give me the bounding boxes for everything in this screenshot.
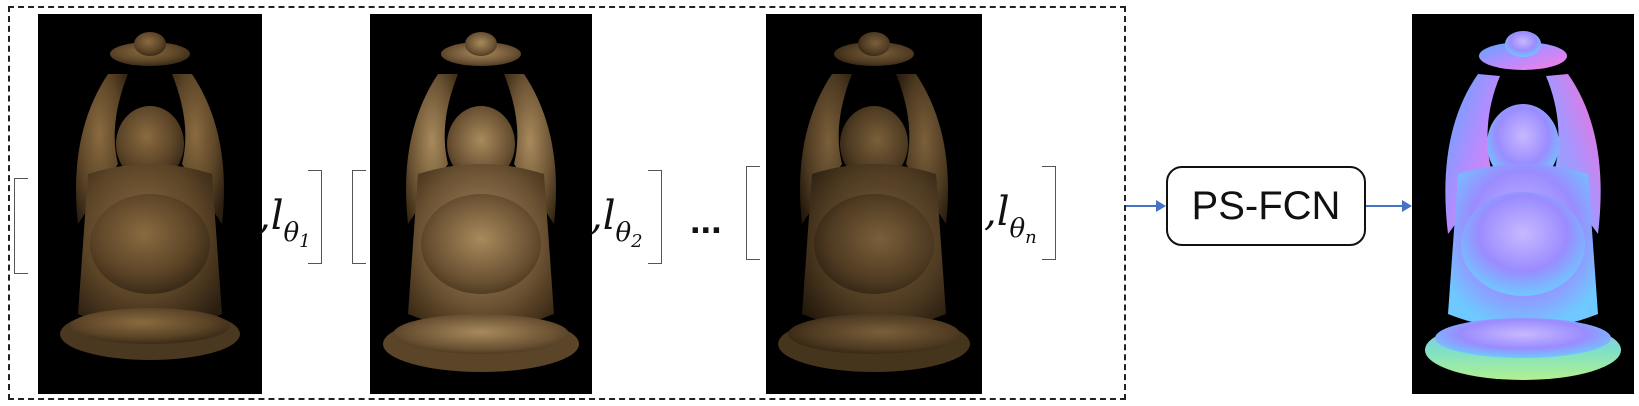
light-direction-label-1: ,lθ1 [258,193,311,252]
arrow-to-output-icon [1366,200,1412,212]
right-bracket-2 [648,170,662,264]
input-image-2 [370,14,592,394]
buddha-statue-image-n [766,14,982,394]
arrow-to-network-icon [1126,200,1166,212]
output-normal-map-image [1412,14,1634,394]
buddha-statue-image-2 [370,14,592,394]
left-bracket-n [746,166,760,260]
left-bracket-2 [352,170,366,264]
ellipsis: ... [690,200,722,242]
input-group-frame [8,6,1126,400]
buddha-statue-image-1 [38,14,262,394]
network-box: PS-FCN [1166,166,1366,246]
input-image-1 [38,14,262,394]
network-label: PS-FCN [1191,183,1341,228]
left-bracket-1 [14,178,28,274]
right-bracket-1 [308,170,322,264]
light-direction-label-2: ,lθ2 [590,193,643,252]
input-image-n [766,14,982,394]
buddha-normal-map [1412,14,1634,394]
right-bracket-n [1042,166,1056,260]
light-direction-label-n: ,lθn [984,189,1037,248]
